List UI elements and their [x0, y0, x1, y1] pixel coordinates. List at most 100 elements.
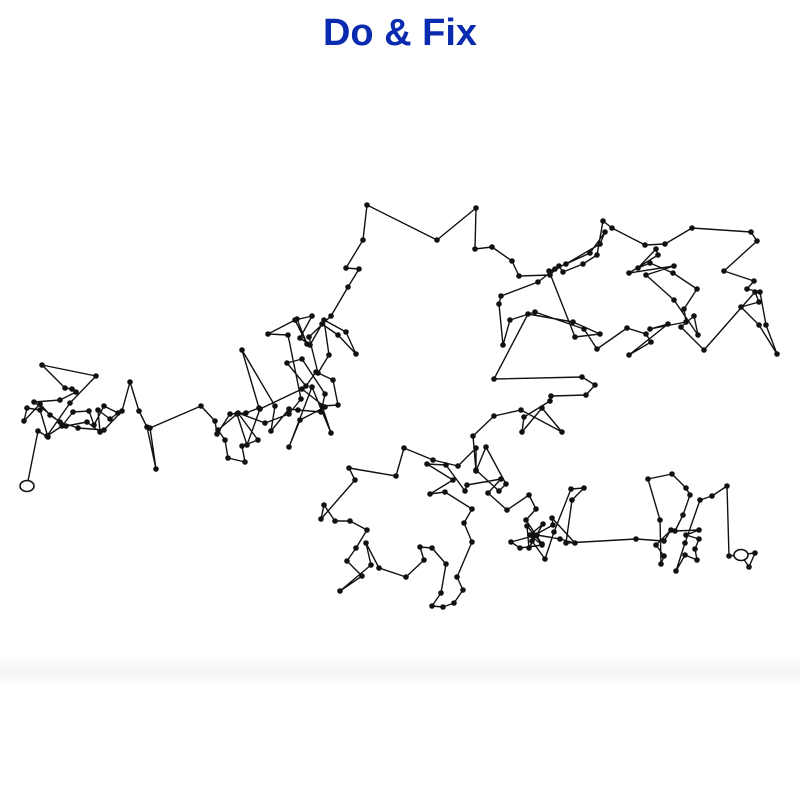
walk-point [670, 270, 676, 276]
walk-point [455, 463, 461, 469]
walk-point [335, 332, 341, 338]
walk-point [292, 317, 298, 323]
walk-point [63, 423, 69, 429]
walk-point [153, 466, 159, 472]
walk-point [119, 408, 125, 414]
walk-point [460, 587, 466, 593]
walk-point [75, 425, 81, 431]
walk-point [542, 556, 548, 562]
walk-point [523, 517, 529, 523]
walk-point [683, 485, 689, 491]
walk-point [440, 604, 446, 610]
walk-point [757, 289, 763, 295]
walk-point [286, 406, 292, 412]
walk-point [726, 553, 732, 559]
walk-point [754, 238, 760, 244]
walk-point [548, 393, 554, 399]
walk-point [95, 407, 101, 413]
walk-point [67, 400, 73, 406]
walk-point [307, 342, 313, 348]
walk-point [421, 557, 427, 563]
walk-point [540, 521, 546, 527]
walk-point [337, 588, 343, 594]
walk-point [299, 356, 305, 362]
walk-point [24, 405, 30, 411]
walk-point [328, 313, 334, 319]
walk-point [31, 399, 37, 405]
walk-point [364, 527, 370, 533]
walk-point [509, 258, 515, 264]
walk-point [332, 518, 338, 524]
walk-point [756, 322, 762, 328]
walk-point [35, 428, 41, 434]
walk-point [136, 408, 142, 414]
walk-point [602, 229, 608, 235]
walk-point [346, 465, 352, 471]
walk-point [694, 557, 700, 563]
walk-point [500, 342, 506, 348]
walk-point [569, 497, 575, 503]
walk-point [738, 304, 744, 310]
walk-point [626, 270, 632, 276]
walk-point [101, 427, 107, 433]
walk-point [559, 429, 565, 435]
walk-point [69, 386, 75, 392]
walk-point [724, 483, 730, 489]
walk-endpoints-group [19, 479, 749, 562]
walk-point [438, 590, 444, 596]
walk-point [624, 325, 630, 331]
walk-point [363, 540, 369, 546]
walk-point [345, 284, 351, 290]
walk-point [587, 250, 593, 256]
walk-point [697, 497, 703, 503]
walk-point [657, 517, 663, 523]
walk-point [645, 476, 651, 482]
walk-point [265, 331, 271, 337]
walk-point [489, 244, 495, 250]
walk-point [689, 225, 695, 231]
walk-point [744, 286, 750, 292]
walk-point [257, 406, 263, 412]
walk-point [658, 561, 664, 567]
walk-point [430, 457, 436, 463]
walk-point [244, 442, 250, 448]
walk-point [557, 536, 563, 542]
walk-point [91, 422, 97, 428]
walk-point [539, 405, 545, 411]
walk-point [364, 202, 370, 208]
walk-point [763, 322, 769, 328]
walk-point [462, 488, 468, 494]
walk-point [347, 518, 353, 524]
walk-point [774, 351, 780, 357]
walk-point [464, 482, 470, 488]
walk-point [692, 546, 698, 552]
walk-point [682, 540, 688, 546]
walk-path-group [23, 204, 778, 608]
walk-point [368, 562, 374, 568]
walk-point [303, 383, 309, 389]
walk-point [147, 425, 153, 431]
walk-point [359, 573, 365, 579]
walk-point [44, 433, 50, 439]
walk-point [286, 444, 292, 450]
walk-point [709, 493, 715, 499]
walk-point [70, 409, 76, 415]
walk-point [633, 536, 639, 542]
walk-point [503, 481, 509, 487]
walk-point [321, 502, 327, 508]
walk-point [343, 265, 349, 271]
walk-point [491, 376, 497, 382]
walk-point [570, 319, 576, 325]
walk-point [647, 326, 653, 332]
walk-point [225, 455, 231, 461]
walk-point [297, 417, 303, 423]
walk-point [680, 512, 686, 518]
walk-point [309, 384, 315, 390]
walk-point [524, 523, 530, 529]
walk-point [547, 398, 553, 404]
walk-point [533, 506, 539, 512]
walk-point [532, 309, 538, 315]
walk-point [284, 360, 290, 366]
walk-point [227, 411, 233, 417]
walk-point [669, 471, 675, 477]
